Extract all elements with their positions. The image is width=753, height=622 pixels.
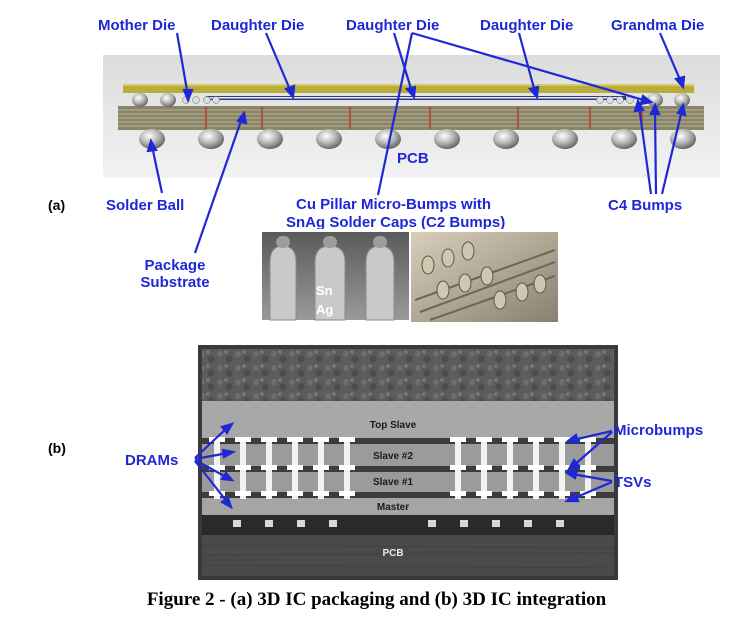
solder-ball-label: Solder Ball (106, 197, 185, 214)
top-slave-label: Top Slave (369, 420, 417, 431)
package-substrate-label-line1: Package (144, 257, 206, 274)
annotation-arrows (146, 31, 687, 510)
tsvs-label: TSVs (614, 474, 652, 491)
daughter-die-label-1: Daughter Die (211, 17, 305, 34)
mother-die-label: Mother Die (98, 17, 176, 34)
sem-micro-bump-photo-right (411, 232, 558, 322)
slave1-label: Slave #1 (372, 477, 414, 488)
pcb-label-a: PCB (397, 150, 429, 167)
package-substrate-label-line2: Substrate (140, 274, 210, 291)
sem-micro-bump-photo-left (262, 232, 409, 321)
master-label: Master (376, 502, 410, 513)
cu-pillar-label-line2: SnAg Solder Caps (C2 Bumps) (286, 214, 506, 229)
part-a-tag: (a) (48, 197, 66, 213)
part-b-tag: (b) (48, 440, 66, 456)
drams-label: DRAMs (125, 452, 179, 469)
daughter-die-label-3: Daughter Die (480, 17, 574, 34)
grandma-die-label: Grandma Die (611, 17, 705, 34)
dram-stack-photo (198, 345, 618, 580)
ag-label: Ag (316, 302, 334, 317)
c4-bumps-label: C4 Bumps (608, 197, 683, 214)
microbumps-label: Microbumps (614, 422, 704, 439)
pcb-label-b: PCB (382, 548, 404, 559)
sn-label: Sn (316, 283, 333, 298)
daughter-die-label-2: Daughter Die (346, 17, 440, 34)
cu-pillar-label-line1: Cu Pillar Micro-Bumps with (296, 196, 492, 213)
slave2-label: Slave #2 (372, 451, 414, 462)
figure-caption: Figure 2 - (a) 3D IC packaging and (b) 3… (146, 589, 607, 610)
